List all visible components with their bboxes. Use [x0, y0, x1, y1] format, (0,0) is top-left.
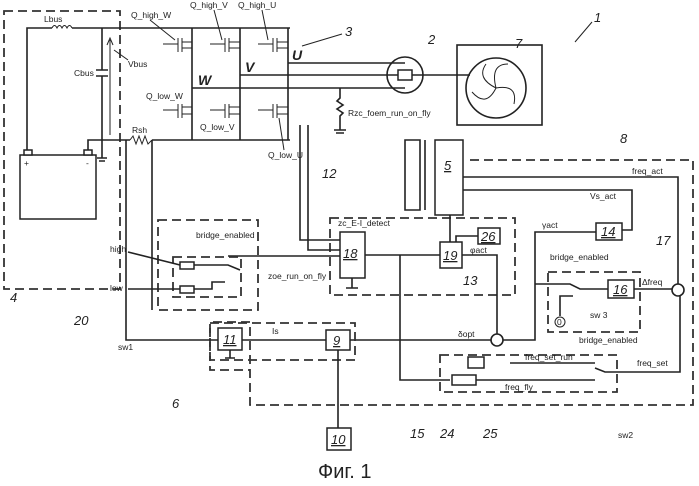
delta-opt-label: δopt	[458, 329, 475, 339]
ref-8: 8	[620, 131, 628, 146]
block-18-label: 18	[343, 246, 358, 261]
bridge-enabled-label-sw3: bridge_enabled	[550, 252, 609, 262]
cbus-label: Cbus	[74, 68, 94, 78]
q-high-v-label: Q_high_V	[190, 0, 228, 10]
block-9-label: 9	[333, 333, 340, 348]
ref-12: 12	[322, 166, 337, 181]
ref-3: 3	[345, 24, 353, 39]
ref-2: 2	[427, 32, 436, 47]
lbus-inductor	[52, 26, 72, 29]
battery-plus: +	[24, 158, 29, 168]
rsh-resistor	[130, 136, 152, 144]
block-5	[435, 140, 463, 215]
ref-15: 15	[410, 426, 425, 441]
ref-4: 4	[10, 290, 17, 305]
vbus-label: Vbus	[128, 59, 147, 69]
freq-set-label: freq_set	[637, 358, 668, 368]
zero-label: 0	[557, 317, 562, 327]
battery-minus: -	[86, 158, 89, 168]
phase-v-label: V	[245, 59, 256, 75]
sw3-label: sw 3	[590, 310, 608, 320]
motor-rotor	[398, 70, 412, 80]
lbus-label: Lbus	[44, 14, 62, 24]
block-11-label: 11	[223, 332, 237, 347]
is-label: Is	[272, 326, 279, 336]
vbus-leader	[114, 50, 128, 60]
sw1-label: sw1	[118, 342, 133, 352]
q-low-u-label: Q_low_U	[268, 150, 303, 160]
block-10-label: 10	[331, 432, 346, 447]
freq-fly-label: freq_fly	[505, 382, 534, 392]
fan	[457, 45, 542, 125]
sum-13	[491, 334, 503, 346]
low-input	[180, 286, 194, 293]
zc-detect-label: zc_E-I_detect	[338, 218, 391, 228]
high-label: high	[110, 244, 126, 254]
bus-wire-bottom	[88, 140, 290, 150]
bridge-enabled-label-sw2: bridge_enabled	[579, 335, 638, 345]
block-24	[452, 375, 476, 385]
high-input	[180, 262, 194, 269]
phase-lines	[192, 63, 405, 88]
ref-17: 17	[656, 233, 671, 248]
block-16-label: 16	[613, 282, 628, 297]
block-25	[468, 357, 484, 368]
delta-freq-label: Δfreq	[642, 277, 663, 287]
gamma-act-label: γact	[542, 220, 558, 230]
rsh-label: Rsh	[132, 125, 147, 135]
sum-17	[672, 284, 684, 296]
ref-6: 6	[172, 396, 180, 411]
vbus-arrow	[107, 38, 113, 135]
ref-7: 7	[515, 36, 523, 51]
figure-caption: Фиг. 1	[318, 461, 371, 483]
block-5-label: 5	[444, 158, 452, 173]
phi-act-label: φact	[470, 245, 487, 255]
q-high-u-label: Q_high_U	[238, 0, 276, 10]
cbus-capacitor	[96, 28, 108, 161]
block-19-label: 19	[443, 248, 457, 263]
freq-set-run-label: freq_set_run	[525, 352, 573, 362]
block-14-label: 14	[601, 224, 615, 239]
q-low-v-label: Q_low_V	[200, 122, 235, 132]
transistors	[163, 38, 288, 118]
sw2-label: sw2	[618, 430, 633, 440]
ref-25: 25	[482, 426, 498, 441]
battery	[20, 155, 96, 219]
zoe-run-on-fly-label: zoe_run_on_fly	[268, 271, 327, 281]
battery-terminal-plus	[24, 150, 32, 155]
vs-act-label: Vs_act	[590, 191, 617, 201]
rzc-label: Rzc_foem_run_on_fly	[348, 108, 431, 118]
ref-24: 24	[439, 426, 454, 441]
phase-w-label: W	[198, 72, 213, 88]
block-26-label: 26	[480, 229, 496, 244]
ref-1: 1	[594, 10, 601, 25]
connector-pins	[405, 140, 425, 210]
ref-1-leader	[575, 22, 592, 42]
ref-13: 13	[463, 273, 478, 288]
phase-u-label: U	[292, 47, 303, 63]
q-low-w-label: Q_low_W	[146, 91, 183, 101]
bus-wire-top	[27, 28, 290, 150]
bridge-enabled-label-sw1: bridge_enabled	[196, 230, 255, 240]
ref-20: 20	[73, 313, 89, 328]
ref-3-leader	[302, 34, 342, 46]
rzc-resistor	[334, 88, 346, 133]
fan-blades	[472, 64, 515, 104]
low-label: low	[110, 283, 124, 293]
q-high-w-label: Q_high_W	[131, 10, 171, 20]
detect-wires	[228, 125, 440, 288]
battery-terminal-minus	[84, 150, 92, 155]
freq-act-label: freq_act	[632, 166, 663, 176]
